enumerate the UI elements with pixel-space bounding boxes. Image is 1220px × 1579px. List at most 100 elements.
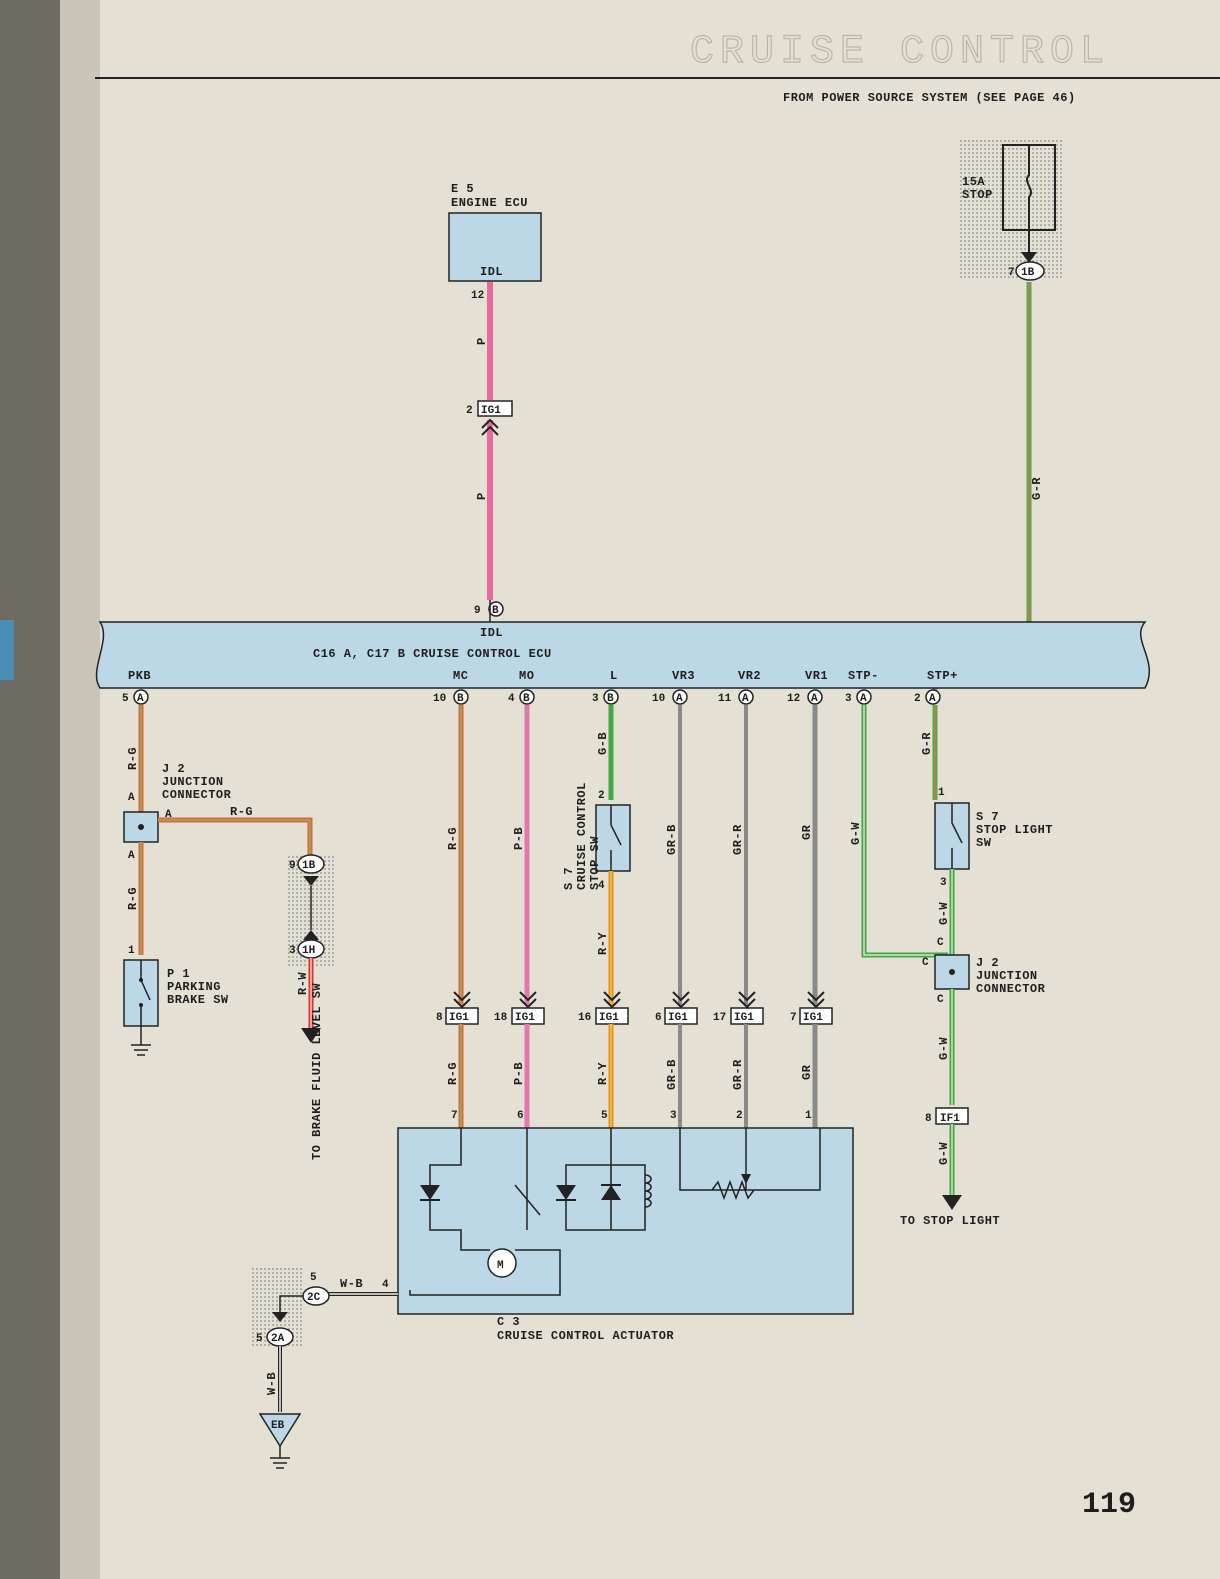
j2-right-name2: CONNECTOR xyxy=(976,982,1046,996)
ig1-pin: 8 xyxy=(436,1012,443,1024)
ig1-top-pin: 2 xyxy=(466,405,473,417)
ig1-chevrons xyxy=(453,991,825,1009)
wire-rg-label-pkb: R-G xyxy=(126,747,140,770)
chevron-down-icon xyxy=(453,991,471,1009)
brake-fluid-conn1 xyxy=(297,854,325,874)
ecu-pin-conn: A xyxy=(929,693,936,705)
ecu-terminal-name: VR3 xyxy=(672,669,695,683)
ecu-pin-connector xyxy=(519,689,535,705)
if1-label: IF1 xyxy=(940,1113,960,1125)
ecu-idl-connector xyxy=(488,601,504,617)
ig1-label: IG1 xyxy=(449,1012,469,1024)
fuse-shade xyxy=(958,140,1062,280)
j2-left-pin-a: A xyxy=(128,792,135,804)
to-stop-light-arrow-icon xyxy=(942,1195,962,1210)
ecu-terminal-name: VR2 xyxy=(738,669,761,683)
ground-link xyxy=(279,1295,303,1318)
j2-right-pin-c2: C xyxy=(922,957,929,969)
actuator-trace xyxy=(679,1128,821,1191)
brake-fluid-conn1-label: 1B xyxy=(302,860,316,872)
engine-ecu-code: E 5 xyxy=(451,182,474,196)
brake-fluid-text: TO BRAKE FLUID LEVEL SW xyxy=(310,983,324,1160)
ig1-label: IG1 xyxy=(599,1012,619,1024)
j2-right-name1: JUNCTION xyxy=(976,969,1038,983)
binding-tab xyxy=(0,620,14,680)
wiper-arrow-icon xyxy=(741,1174,751,1184)
ground-pin5: 5 xyxy=(310,1272,317,1284)
ecu-pin-conn: A xyxy=(137,693,144,705)
wire-ry-label: R-Y xyxy=(596,932,610,955)
chevron-down-icon xyxy=(519,991,537,1009)
stop-sw-pin-bot: 4 xyxy=(598,880,605,892)
cruise-stop-sw-box xyxy=(595,804,631,872)
ecu-pin: 11 xyxy=(718,693,732,705)
wire-rg-horizontal-tracer xyxy=(158,819,311,855)
chevron-down-icon xyxy=(738,991,756,1009)
stop-sw-pin-top: 2 xyxy=(598,790,605,802)
ground-icon xyxy=(270,1457,290,1469)
wire-grr-label: GR-R xyxy=(731,824,745,855)
stop-sw-name2: STOP SW xyxy=(588,836,602,890)
ecu-terminal-row: PKB MC MO L VR3 VR2 VR1 STP- STP+ xyxy=(128,669,957,683)
parking-pin: 1 xyxy=(128,945,135,957)
ecu-idl-conn: B xyxy=(492,605,499,617)
parking-ground-icon xyxy=(131,1044,151,1056)
page-number: 119 xyxy=(1082,1488,1136,1522)
ig1-pin: 18 xyxy=(494,1012,508,1024)
wire-grey-act-label: GR xyxy=(800,1064,814,1080)
stop-sw-code: S 7 xyxy=(562,867,576,890)
stop-light-pin-top: 1 xyxy=(938,787,945,799)
ecu-pin-connector xyxy=(925,689,941,705)
ecu-pin-connector xyxy=(856,689,872,705)
actuator-pin: 1 xyxy=(805,1110,812,1122)
ig1-label: IG1 xyxy=(803,1012,823,1024)
ecu-pin-conn: B xyxy=(457,693,464,705)
binding-fold xyxy=(60,0,100,1579)
ig1-pin: 16 xyxy=(578,1012,591,1024)
j2-right-junction-dot xyxy=(949,969,955,975)
actuator-pin: 7 xyxy=(451,1110,458,1122)
engine-ecu-box xyxy=(448,212,542,282)
j2-left-name1: JUNCTION xyxy=(162,775,224,789)
actuator-pin: 4 xyxy=(382,1279,389,1291)
wire-grb-act-label: GR-B xyxy=(665,1059,679,1090)
wire-rg-horizontal xyxy=(158,817,313,855)
stop-light-name2: SW xyxy=(976,836,992,850)
stop-light-pin-bot: 3 xyxy=(940,877,947,889)
ecu-pin: 10 xyxy=(433,693,446,705)
wire-rg-label-lower: R-G xyxy=(126,887,140,910)
stop-light-switch-icon xyxy=(951,803,963,869)
ecu-pin-conn: B xyxy=(607,693,614,705)
ig1-row: 8 IG1 18 IG1 16 IG1 6 IG1 17 IG1 7 IG1 xyxy=(436,1007,833,1025)
wire-gw-stpminus-tracer xyxy=(863,705,948,956)
actuator-internal xyxy=(409,1128,821,1296)
page-title: CRUISE CONTROL xyxy=(690,30,1110,75)
fuse-connector-label: 1B xyxy=(1021,267,1035,279)
ecu-terminal-name: VR1 xyxy=(805,669,828,683)
j2-left-pin-a3: A xyxy=(128,850,135,862)
actuator-pin: 3 xyxy=(670,1110,677,1122)
wire-grey-label: GR xyxy=(800,824,814,840)
wire-wb-label-vertical: W-B xyxy=(265,1372,279,1395)
actuator-pin: 6 xyxy=(517,1110,524,1122)
brake-fluid-out-arrow-icon xyxy=(301,1028,321,1043)
ecu-terminal-name: L xyxy=(610,669,618,683)
ecu-pin-connector xyxy=(603,689,619,705)
diode-icon xyxy=(420,1185,440,1200)
j2-right-pin-c1: C xyxy=(937,937,944,949)
wire-gw-label-bottom: G-W xyxy=(937,1142,951,1165)
wire-gr-stpplus-label: G-R xyxy=(920,732,934,755)
ecu-idl-label: IDL xyxy=(480,626,503,640)
ig1-pin: 6 xyxy=(655,1012,662,1024)
chevron-down-icon xyxy=(807,991,825,1009)
diode-icon xyxy=(601,1185,621,1200)
parking-switch-contact2 xyxy=(139,1003,143,1007)
ecu-pin-conn: A xyxy=(860,693,867,705)
ecu-pin-conn: A xyxy=(811,693,818,705)
wire-grr-act-label: GR-R xyxy=(731,1059,745,1090)
actuator-trace xyxy=(429,1128,490,1251)
j2-right-pin-c3: C xyxy=(937,994,944,1006)
coil-icon xyxy=(644,1174,652,1208)
ecu-pin-connector xyxy=(453,689,469,705)
wire-gr-label: G-R xyxy=(1030,477,1044,500)
